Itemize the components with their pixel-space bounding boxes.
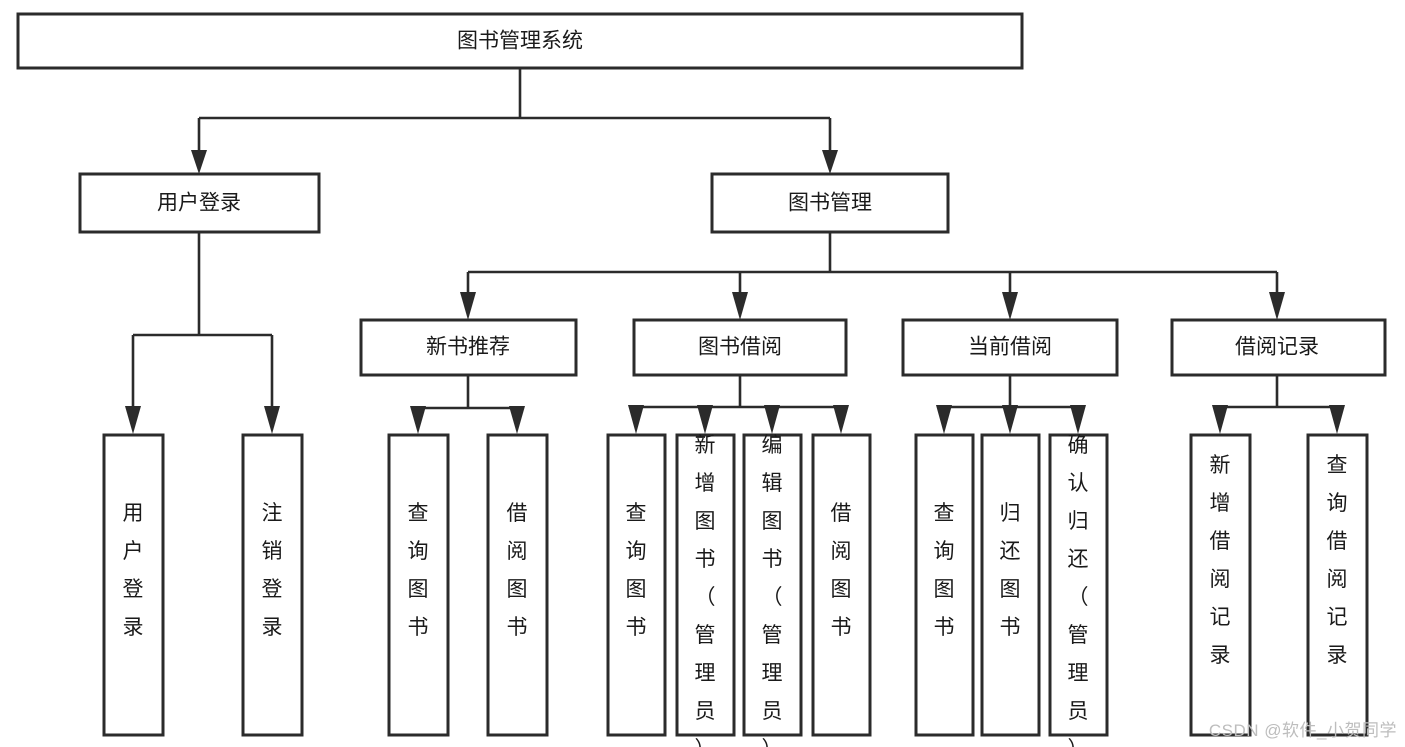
node-book-management-label: 图书管理 xyxy=(788,192,872,215)
node-book-borrow[interactable]: 图书借阅 xyxy=(632,318,848,377)
leaf-book-borrow-3[interactable]: 编辑图书（管理员） xyxy=(742,433,803,747)
leaf-user-login-2-label: 注销登录 xyxy=(262,502,283,639)
arrow-currentborrow-leaf1 xyxy=(936,405,952,434)
arrow-bookborrow-leaf1 xyxy=(628,405,644,434)
leaf-current-borrow-2-box[interactable] xyxy=(980,433,1041,737)
leaf-book-borrow-3-box[interactable] xyxy=(742,433,803,737)
leaf-borrow-record-1-box[interactable] xyxy=(1189,433,1252,737)
leaf-current-borrow-2-label: 归还图书 xyxy=(1000,502,1021,639)
leaf-new-book-2[interactable]: 借阅图书 xyxy=(486,433,549,737)
node-current-borrow-box[interactable] xyxy=(901,318,1119,377)
leaf-book-borrow-4[interactable]: 借阅图书 xyxy=(811,433,872,737)
node-borrow-record[interactable]: 借阅记录 xyxy=(1170,318,1387,377)
connectors-root xyxy=(191,68,838,174)
leaf-user-login-1-label: 用户登录 xyxy=(123,502,144,639)
leaf-book-borrow-1-box[interactable] xyxy=(606,433,667,737)
leaf-book-borrow-4-box[interactable] xyxy=(811,433,872,737)
leaf-book-borrow-1[interactable]: 查询图书 xyxy=(606,433,667,737)
arrow-login-leaf2 xyxy=(264,406,280,434)
arrow-newbook-leaf2 xyxy=(509,406,525,434)
node-new-book-box[interactable] xyxy=(359,318,578,377)
csdn-watermark: CSDN @软件_小贺同学 xyxy=(1208,721,1397,740)
leaf-current-borrow-1-label: 查询图书 xyxy=(934,502,955,639)
leaf-current-borrow-3-box[interactable] xyxy=(1048,433,1109,737)
connectors-current-borrow xyxy=(936,375,1086,434)
leaf-current-borrow-2[interactable]: 归还图书 xyxy=(980,433,1041,737)
leaf-new-book-2-label: 借阅图书 xyxy=(507,502,528,639)
node-borrow-record-label: 借阅记录 xyxy=(1235,336,1319,359)
leaf-borrow-record-1[interactable]: 新增借阅记录 xyxy=(1189,433,1252,737)
leaf-book-borrow-2-box[interactable] xyxy=(675,433,736,737)
leaf-user-login-1[interactable]: 用户登录 xyxy=(102,433,165,737)
node-book-management-box[interactable] xyxy=(710,172,950,234)
arrow-bookmgmt-c4 xyxy=(1269,292,1285,320)
node-book-management[interactable]: 图书管理 xyxy=(710,172,950,234)
node-new-book-label: 新书推荐 xyxy=(426,336,510,359)
arrow-bookmgmt-c3 xyxy=(1002,292,1018,320)
leaf-borrow-record-2[interactable]: 查询借阅记录 xyxy=(1306,433,1369,737)
connectors-book-borrow xyxy=(628,375,849,434)
leaf-user-login-2-box[interactable] xyxy=(241,433,304,737)
leaf-current-borrow-3[interactable]: 确认归还（管理员） xyxy=(1048,433,1109,747)
leaf-new-book-1[interactable]: 查询图书 xyxy=(387,433,450,737)
leaf-book-borrow-4-label: 借阅图书 xyxy=(831,502,852,639)
arrow-bookborrow-leaf2 xyxy=(697,405,713,434)
leaf-borrow-record-1-label: 新增借阅记录 xyxy=(1210,454,1231,667)
node-root[interactable]: 图书管理系统 xyxy=(16,12,1024,70)
node-current-borrow[interactable]: 当前借阅 xyxy=(901,318,1119,377)
arrow-bookmgmt-c1 xyxy=(460,292,476,320)
arrow-root-to-login xyxy=(191,150,207,174)
node-user-login-label: 用户登录 xyxy=(157,192,241,215)
arrow-bookmgmt-c2 xyxy=(732,292,748,320)
arrow-currentborrow-leaf3 xyxy=(1070,405,1086,434)
node-root-box[interactable] xyxy=(16,12,1024,70)
arrow-bookborrow-leaf4 xyxy=(833,405,849,434)
leaf-current-borrow-1-box[interactable] xyxy=(914,433,975,737)
arrow-currentborrow-leaf2 xyxy=(1002,405,1018,434)
leaf-user-login-1-box[interactable] xyxy=(102,433,165,737)
node-book-borrow-label: 图书借阅 xyxy=(698,336,782,359)
arrow-login-leaf1 xyxy=(125,406,141,434)
leaf-borrow-record-2-label: 查询借阅记录 xyxy=(1327,454,1348,667)
leaf-new-book-2-box[interactable] xyxy=(486,433,549,737)
arrow-bookborrow-leaf3 xyxy=(764,405,780,434)
node-root-label: 图书管理系统 xyxy=(457,30,583,53)
leaf-book-borrow-3-label: 编辑图书（管理员） xyxy=(762,434,783,747)
leaf-book-borrow-2-label: 新增图书（管理员） xyxy=(695,434,716,747)
connectors-book-management xyxy=(460,232,1285,320)
leaf-book-borrow-1-label: 查询图书 xyxy=(626,502,647,639)
arrow-borrowrecord-leaf1 xyxy=(1212,405,1228,434)
leaf-new-book-1-label: 查询图书 xyxy=(408,502,429,639)
node-user-login-box[interactable] xyxy=(78,172,321,234)
node-current-borrow-label: 当前借阅 xyxy=(968,336,1052,359)
arrow-borrowrecord-leaf2 xyxy=(1329,405,1345,434)
leaf-book-borrow-2[interactable]: 新增图书（管理员） xyxy=(675,433,736,747)
node-book-borrow-box[interactable] xyxy=(632,318,848,377)
leaf-new-book-1-box[interactable] xyxy=(387,433,450,737)
node-user-login[interactable]: 用户登录 xyxy=(78,172,321,234)
connectors-user-login xyxy=(125,232,280,434)
node-new-book[interactable]: 新书推荐 xyxy=(359,318,578,377)
connectors-borrow-record xyxy=(1212,375,1345,434)
leaf-user-login-2[interactable]: 注销登录 xyxy=(241,433,304,737)
leaf-current-borrow-1[interactable]: 查询图书 xyxy=(914,433,975,737)
connectors-new-book xyxy=(410,375,525,434)
node-borrow-record-box[interactable] xyxy=(1170,318,1387,377)
leaf-current-borrow-3-label: 确认归还（管理员） xyxy=(1068,434,1089,747)
arrow-root-to-bookmgmt xyxy=(822,150,838,174)
arrow-newbook-leaf1 xyxy=(410,406,426,434)
leaf-borrow-record-2-box[interactable] xyxy=(1306,433,1369,737)
